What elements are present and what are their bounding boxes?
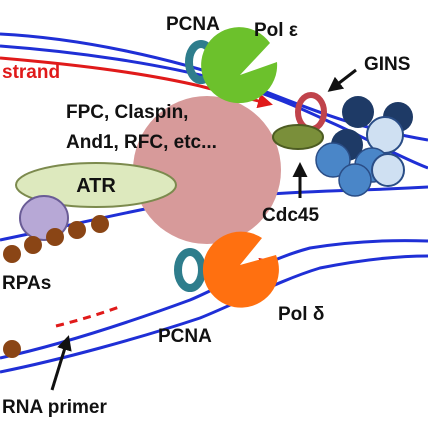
cdc45-oval — [272, 124, 324, 150]
rpa-bead — [91, 215, 109, 233]
mcm-helicase — [315, 96, 413, 197]
atr-oval — [15, 162, 177, 208]
rpa-bead — [24, 236, 42, 254]
rpas-label: RPAs — [2, 273, 51, 294]
mcm-subunit — [342, 96, 374, 128]
pol-delta-label: Pol δ — [278, 304, 324, 325]
atr-label: ATR — [76, 175, 116, 197]
rpa-bead — [3, 340, 21, 358]
fpc-label-line1: FPC, Claspin, — [66, 102, 188, 123]
mcm-subunit — [371, 153, 405, 187]
rna-primer-arrow — [50, 335, 72, 391]
central-complex — [133, 96, 281, 244]
pol-epsilon-label: Pol ε — [254, 20, 298, 41]
gins-arrow — [327, 68, 357, 92]
rpa-bead — [3, 245, 21, 263]
pol-delta-shape — [202, 231, 279, 308]
pcna-ring-bottom — [174, 248, 206, 292]
rpa-bead — [68, 221, 86, 239]
pcna-top-label: PCNA — [166, 14, 220, 35]
strand-label: strand — [2, 62, 60, 83]
pol-epsilon-shape — [201, 27, 278, 104]
mcm-subunit — [315, 142, 351, 178]
mcm-subunit — [338, 163, 372, 197]
rpa-bead — [46, 228, 64, 246]
rna-primer-label: RNA primer — [2, 397, 107, 418]
rna-primer-dashed — [55, 304, 123, 328]
pcna-bottom-label: PCNA — [158, 326, 212, 347]
rpa-beads — [3, 215, 109, 358]
fpc-label-line2: And1, RFC, etc... — [66, 132, 217, 153]
cdc45-label: Cdc45 — [262, 205, 319, 226]
gins-label: GINS — [364, 54, 410, 75]
